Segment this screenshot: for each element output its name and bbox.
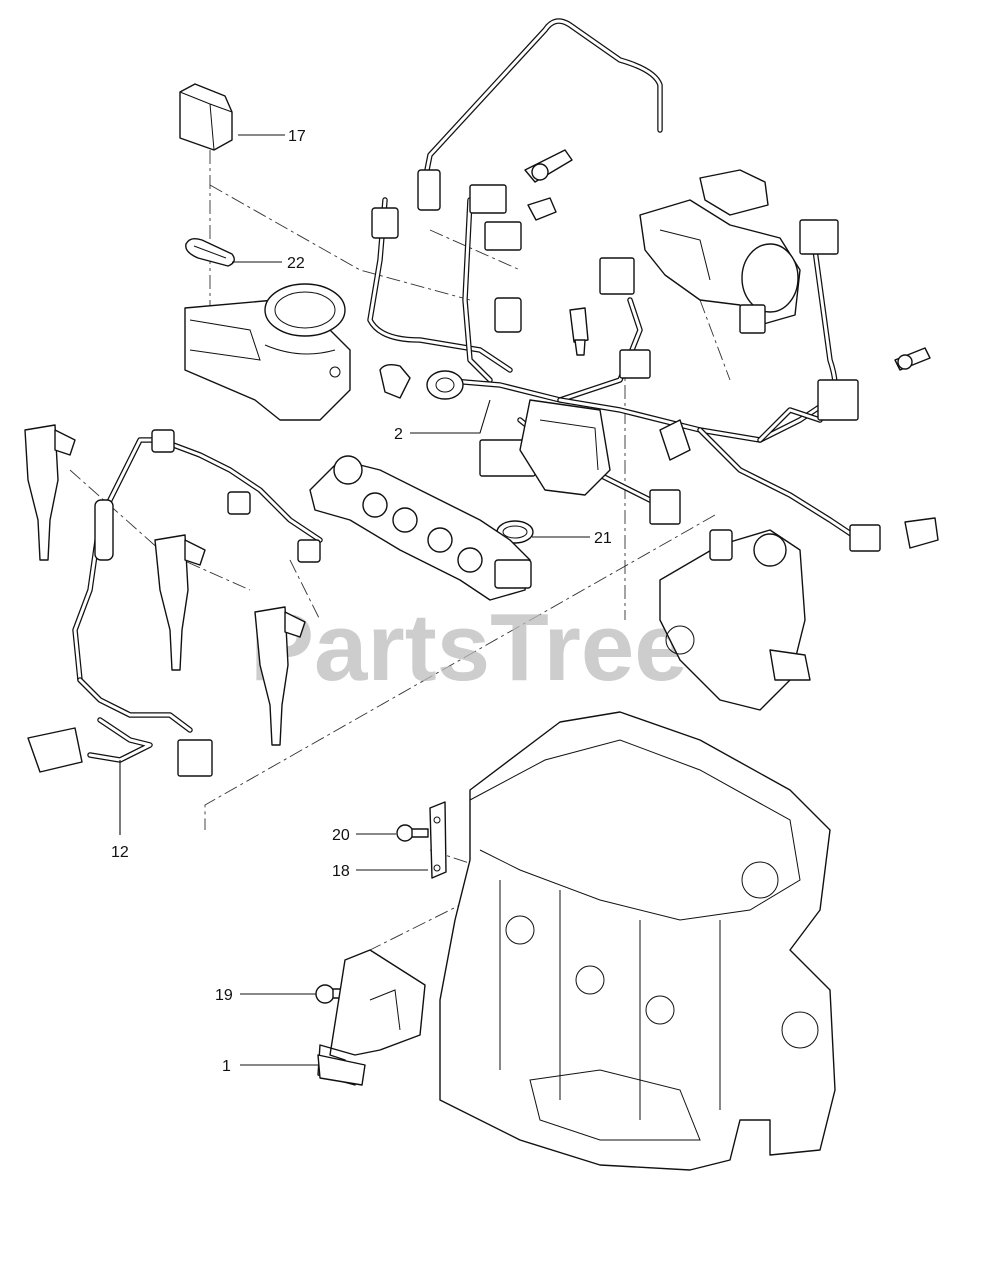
part-1-mount-bracket[interactable] xyxy=(317,949,426,1086)
part-2-main-harness[interactable] xyxy=(367,18,863,543)
callout-2[interactable]: 2 xyxy=(394,426,403,443)
callout-19[interactable]: 19 xyxy=(215,987,233,1004)
watermark-text: PartsTree xyxy=(250,594,688,701)
callout-20[interactable]: 20 xyxy=(332,827,350,844)
part-20-bolt[interactable] xyxy=(396,824,429,842)
callout-1[interactable]: 1 xyxy=(222,1058,231,1075)
part-12-injector-harness[interactable] xyxy=(27,429,323,777)
harness-connectors xyxy=(371,169,881,552)
callout-22[interactable]: 22 xyxy=(287,255,305,272)
part-22-gasket[interactable] xyxy=(185,237,235,267)
egr-valve[interactable] xyxy=(639,169,801,334)
engine-block[interactable] xyxy=(439,711,836,1171)
control-module[interactable] xyxy=(519,399,611,496)
part-18-bracket[interactable] xyxy=(429,801,447,879)
part-17-cap[interactable] xyxy=(179,83,233,151)
sensors xyxy=(379,149,939,549)
callout-18[interactable]: 18 xyxy=(332,863,350,880)
callout-labels: 17 22 2 21 12 20 18 19 1 xyxy=(111,128,612,1075)
injector-1[interactable] xyxy=(24,424,76,561)
throttle-body[interactable] xyxy=(184,283,351,421)
callout-12[interactable]: 12 xyxy=(111,844,129,861)
leader-lines xyxy=(119,134,590,1066)
callout-17[interactable]: 17 xyxy=(288,128,306,145)
fuel-pump[interactable] xyxy=(659,529,811,711)
injector-2[interactable] xyxy=(154,534,206,671)
fuel-rail[interactable] xyxy=(309,455,532,601)
callout-21[interactable]: 21 xyxy=(594,530,612,547)
injectors[interactable] xyxy=(24,424,306,746)
injector-3[interactable] xyxy=(254,606,306,746)
